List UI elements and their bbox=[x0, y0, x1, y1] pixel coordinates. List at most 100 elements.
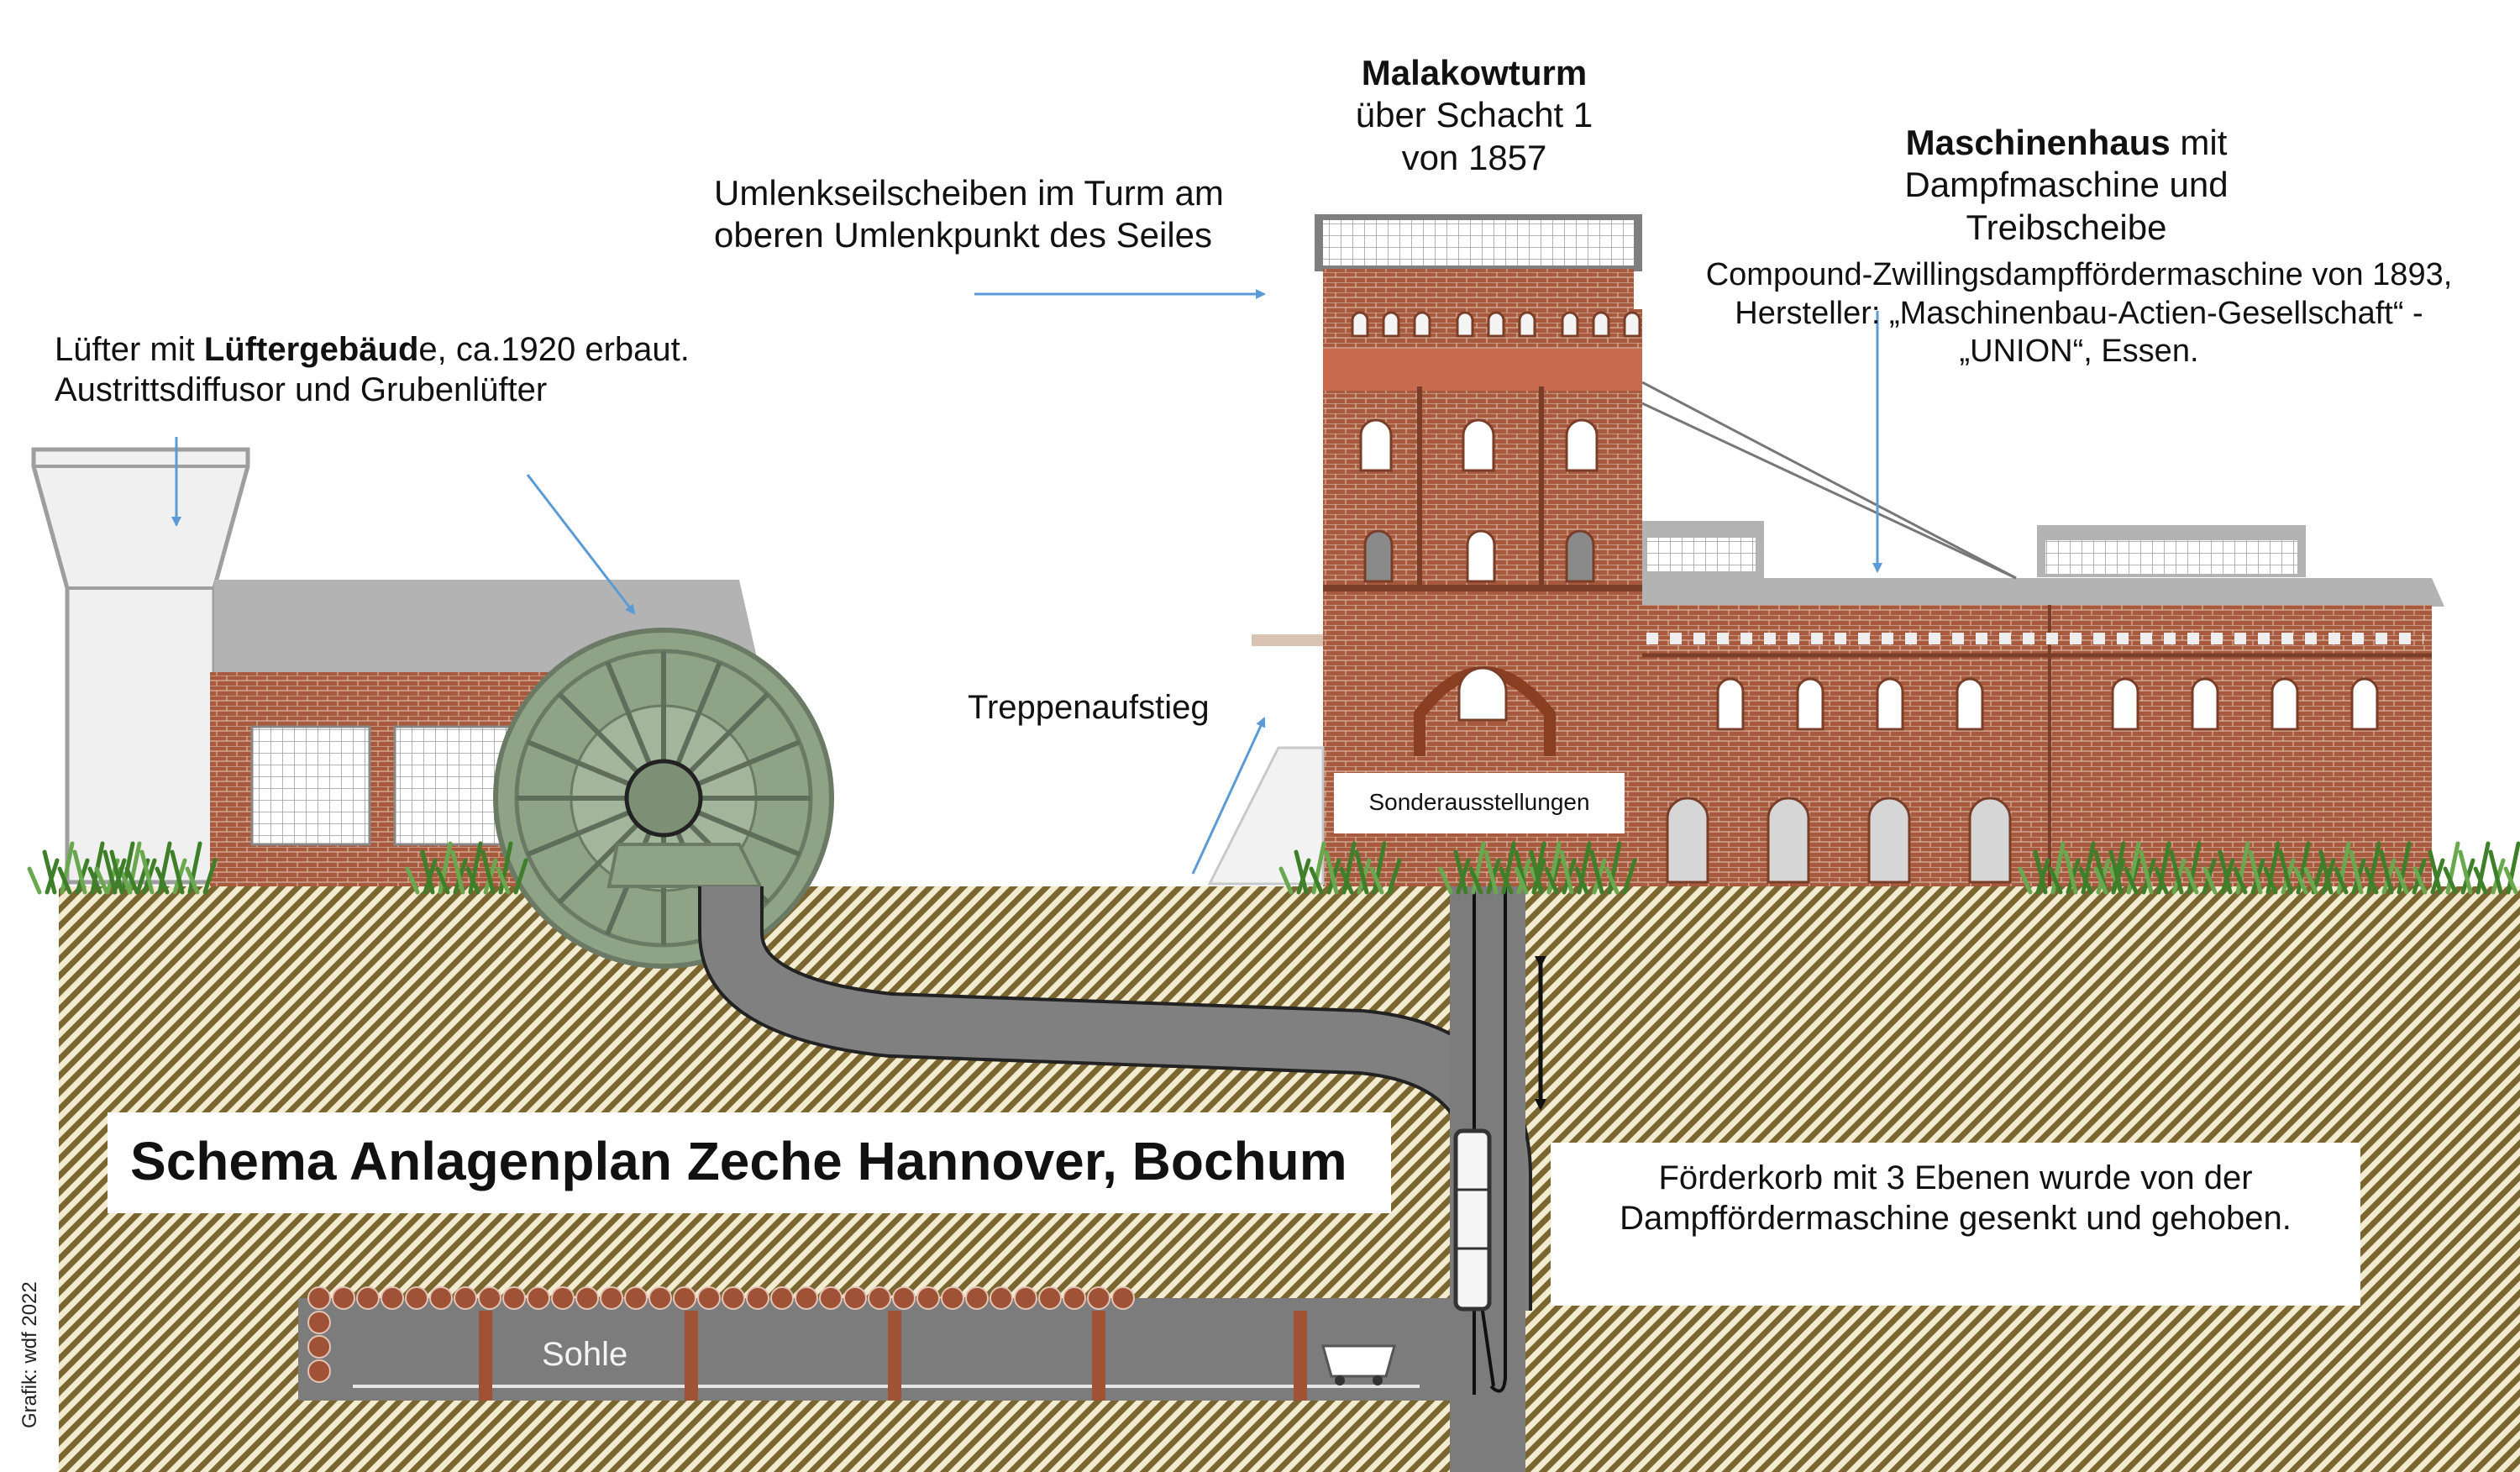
maschinenhaus-suffix: mit bbox=[2170, 123, 2228, 162]
label-sonder: Sonderausstellungen bbox=[1368, 789, 1590, 815]
grass bbox=[405, 866, 420, 895]
gallery-post bbox=[1294, 1311, 1307, 1401]
gallery-timber bbox=[1014, 1286, 1037, 1310]
grass bbox=[1529, 849, 1544, 895]
grass bbox=[2108, 849, 2124, 895]
grass bbox=[1589, 849, 1604, 895]
fan-wheel bbox=[493, 628, 834, 969]
grass bbox=[2428, 849, 2443, 895]
grass bbox=[1341, 841, 1357, 895]
grass bbox=[1324, 849, 1339, 895]
gallery-timber bbox=[307, 1359, 331, 1383]
grass bbox=[1278, 866, 1294, 895]
grass bbox=[157, 841, 172, 895]
maschinenhaus-line2: Dampfmaschine und Treibscheibe bbox=[1904, 165, 2229, 247]
gallery-timber bbox=[600, 1286, 623, 1310]
grass bbox=[1544, 866, 1559, 895]
grass bbox=[2081, 841, 2096, 895]
gallery-timber bbox=[551, 1286, 575, 1310]
grass bbox=[57, 866, 72, 895]
label-treppe: Treppenaufstieg bbox=[968, 689, 1210, 726]
label-malakow: Malakowturm über Schacht 1 von 1857 bbox=[1294, 52, 1655, 179]
luefter-prefix: Lüfter mit bbox=[55, 331, 204, 368]
tower-window-small bbox=[1382, 311, 1400, 338]
grass bbox=[1387, 858, 1402, 895]
grass bbox=[1438, 866, 1453, 895]
grass bbox=[2169, 849, 2184, 895]
grass bbox=[87, 866, 102, 895]
grass bbox=[2293, 866, 2308, 895]
tower-window bbox=[1466, 529, 1496, 583]
grass bbox=[187, 841, 202, 895]
gallery-post bbox=[1092, 1311, 1105, 1401]
gallery-timber bbox=[648, 1286, 672, 1310]
grass bbox=[170, 849, 185, 895]
grass bbox=[1453, 849, 1468, 895]
foerderkorb-line2: Dampffördermaschine gesenkt und gehoben. bbox=[1620, 1200, 2292, 1237]
foerderkorb-box bbox=[1551, 1143, 2360, 1306]
grass bbox=[1483, 849, 1499, 895]
grass bbox=[2336, 841, 2351, 895]
grass bbox=[2218, 849, 2233, 895]
grass bbox=[109, 849, 124, 895]
grass bbox=[42, 849, 57, 895]
diagram-title: Schema Anlagenplan Zeche Hannover, Bochu… bbox=[130, 1131, 1347, 1191]
house-window bbox=[2111, 677, 2139, 731]
house-arch-window bbox=[1767, 796, 1810, 884]
grass bbox=[498, 841, 513, 895]
grass bbox=[2412, 866, 2428, 895]
gallery-timber bbox=[965, 1286, 989, 1310]
house-window bbox=[1876, 677, 1904, 731]
gallery-timber bbox=[746, 1286, 769, 1310]
credit-label: Grafik: wdf 2022 bbox=[18, 1281, 41, 1428]
title-box bbox=[108, 1112, 1391, 1213]
mine-cart-wheel bbox=[1373, 1375, 1383, 1385]
grass bbox=[185, 866, 200, 895]
grass bbox=[1559, 849, 1574, 895]
grass bbox=[2506, 841, 2520, 895]
gallery-timber bbox=[356, 1286, 380, 1310]
grass bbox=[2202, 866, 2218, 895]
grass bbox=[2349, 849, 2364, 895]
luefter-suffix: e, ca.1920 erbaut. bbox=[418, 331, 690, 368]
grass bbox=[2445, 841, 2460, 895]
house-arch-window bbox=[1666, 796, 1709, 884]
grass bbox=[2364, 866, 2379, 895]
tower-window-small bbox=[1351, 311, 1369, 338]
grass bbox=[1607, 841, 1622, 895]
grass bbox=[27, 866, 42, 895]
mine-cart bbox=[1321, 1344, 1396, 1378]
gallery-timber bbox=[673, 1286, 696, 1310]
grass bbox=[2265, 841, 2281, 895]
grass bbox=[2050, 841, 2066, 895]
grass bbox=[72, 849, 87, 895]
grass bbox=[2394, 866, 2409, 895]
label-sohle: Sohle bbox=[542, 1336, 628, 1373]
tower-window bbox=[1363, 529, 1394, 583]
gallery-timber bbox=[307, 1286, 331, 1310]
compound-line3: „UNION“, Essen. bbox=[1959, 334, 2199, 370]
grass bbox=[2473, 866, 2488, 895]
tower-window-small bbox=[1623, 311, 1641, 338]
grass bbox=[2124, 866, 2139, 895]
foerderkorb-line1: Förderkorb mit 3 Ebenen wurde von der bbox=[1658, 1159, 2253, 1196]
grass bbox=[2458, 849, 2473, 895]
grass bbox=[1577, 841, 1592, 895]
tower-window-small bbox=[1413, 311, 1431, 338]
gallery-timber bbox=[1087, 1286, 1110, 1310]
grass bbox=[2443, 866, 2458, 895]
grass bbox=[155, 866, 170, 895]
house-window bbox=[2191, 677, 2219, 731]
grass bbox=[2503, 866, 2518, 895]
gallery-timber bbox=[892, 1286, 916, 1310]
malakow-title: Malakowturm bbox=[1361, 53, 1588, 92]
gallery-post bbox=[685, 1311, 698, 1401]
grass bbox=[1499, 866, 1514, 895]
house-window bbox=[1796, 677, 1824, 731]
label-compound: Compound-Zwillingsdampffördermaschine vo… bbox=[1667, 256, 2491, 371]
tower-window-small bbox=[1518, 311, 1536, 338]
grass bbox=[2248, 849, 2263, 895]
foerderkorb-cage[interactable] bbox=[1453, 1128, 1492, 1312]
grass bbox=[420, 849, 435, 895]
maschinenhaus-title: Maschinenhaus bbox=[1905, 123, 2171, 162]
